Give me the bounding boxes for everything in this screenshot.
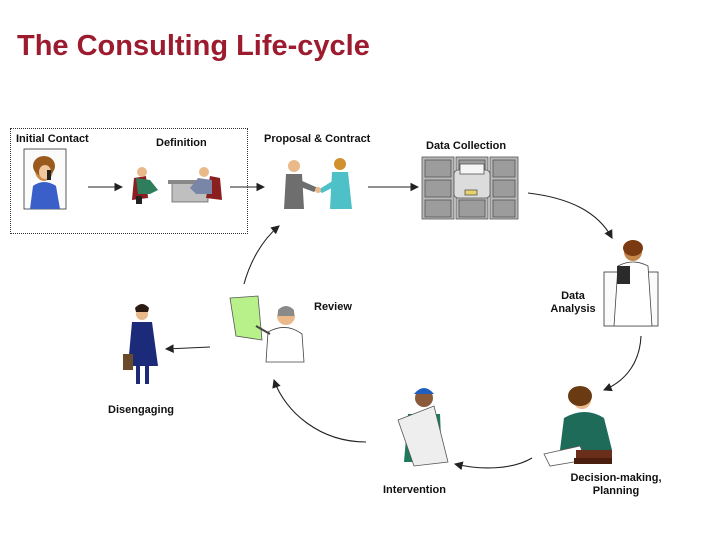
woman-phone-icon <box>23 148 67 210</box>
stage-label-decision-line1: Decision-making, <box>570 472 662 484</box>
stage-label-decision-line2: Planning <box>592 485 640 497</box>
arrow-review-to-proposal <box>243 225 280 285</box>
stage-label-data-collection: Data Collection <box>426 140 507 152</box>
handshake-icon <box>284 158 352 209</box>
stage-label-data-analysis-line2: Analysis <box>550 303 596 315</box>
woman-writing-icon <box>543 386 612 467</box>
stage-label-review: Review <box>314 301 352 313</box>
stage-label-decision-planning: Decision-making, Planning <box>560 472 672 498</box>
meeting-desk-icon <box>132 167 222 204</box>
filing-cabinets-icon <box>421 156 519 220</box>
stage-label-intervention: Intervention <box>383 484 446 496</box>
stage-label-definition: Definition <box>156 137 207 149</box>
stage-label-data-analysis-line1: Data <box>561 290 585 302</box>
arrow-intervention-to-review <box>272 378 367 443</box>
arrow-decision-to-intervention <box>453 457 533 471</box>
doctor-clipboard-icon <box>603 240 659 327</box>
arrow-datacollection-to-analysis <box>527 192 613 239</box>
stage-label-proposal-contract: Proposal & Contract <box>264 133 371 145</box>
stage-label-initial-contact: Initial Contact <box>16 133 89 145</box>
initial-phase-group-box <box>10 128 248 234</box>
arrow-review-to-disengaging <box>164 344 211 354</box>
businesswoman-briefcase-icon <box>123 304 158 384</box>
presenter-board-icon <box>229 295 305 363</box>
stage-label-data-analysis: Data Analysis <box>548 290 598 316</box>
worker-blueprint-icon <box>397 388 449 467</box>
arrow-analysis-to-decision <box>602 335 642 392</box>
page-title: The Consulting Life-cycle <box>17 30 370 62</box>
stage-label-disengaging: Disengaging <box>108 404 175 416</box>
